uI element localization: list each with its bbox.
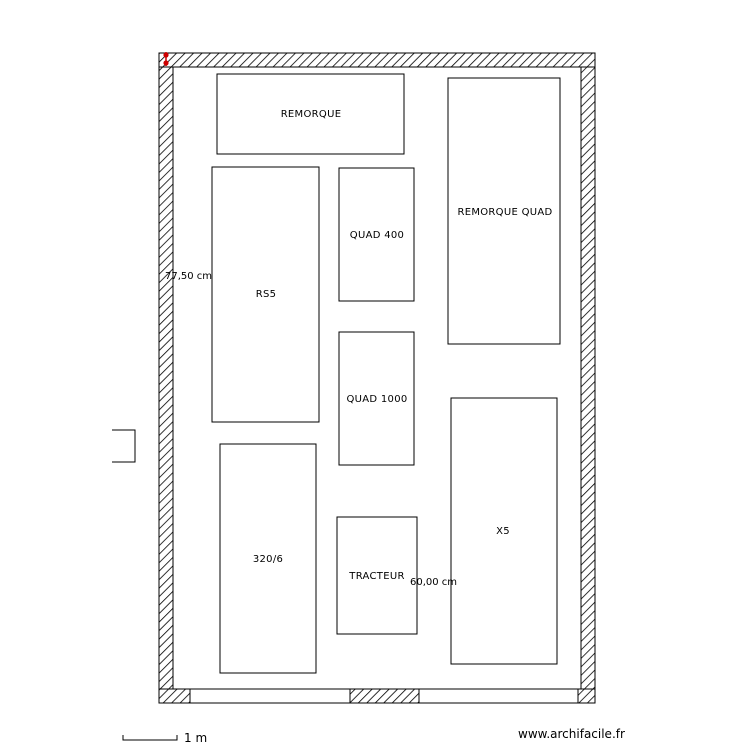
block-remorque-quad[interactable] <box>447 77 561 345</box>
label-remorque-quad: REMORQUE QUAD <box>457 207 552 218</box>
label-320-6: 320/6 <box>253 554 283 565</box>
scale-bar <box>122 735 178 741</box>
wall-left <box>158 66 174 690</box>
dimension-left-wall: 77,50 cm <box>165 271 212 282</box>
wall-right <box>580 66 596 690</box>
block-rs5[interactable] <box>211 166 320 423</box>
watermark[interactable]: www.archifacile.fr <box>518 727 625 741</box>
block-tracteur[interactable] <box>336 516 418 635</box>
label-quad-400: QUAD 400 <box>350 230 404 241</box>
door-opening-left <box>189 688 351 704</box>
exterior-bracket <box>112 429 136 463</box>
walls <box>158 52 596 704</box>
label-remorque: REMORQUE <box>281 109 342 120</box>
dimension-tracteur-gap: 60,00 cm <box>410 577 457 588</box>
label-x5: X5 <box>496 526 510 537</box>
block-x5[interactable] <box>450 397 558 665</box>
scale-label: 1 m <box>184 731 208 745</box>
vehicle-blocks <box>211 73 561 674</box>
block-320-6[interactable] <box>219 443 317 674</box>
block-remorque[interactable] <box>216 73 405 155</box>
dimension-marker-icon <box>163 52 169 66</box>
wall-top <box>158 52 596 68</box>
label-tracteur: TRACTEUR <box>348 571 404 582</box>
block-quad-400[interactable] <box>338 167 415 302</box>
block-quad-1000[interactable] <box>338 331 415 466</box>
door-opening-right <box>418 688 579 704</box>
wall-bottom-right <box>577 688 596 704</box>
label-rs5: RS5 <box>256 289 277 300</box>
wall-bottom-middle <box>349 688 420 704</box>
label-quad-1000: QUAD 1000 <box>346 394 407 405</box>
wall-bottom-left <box>158 688 191 704</box>
